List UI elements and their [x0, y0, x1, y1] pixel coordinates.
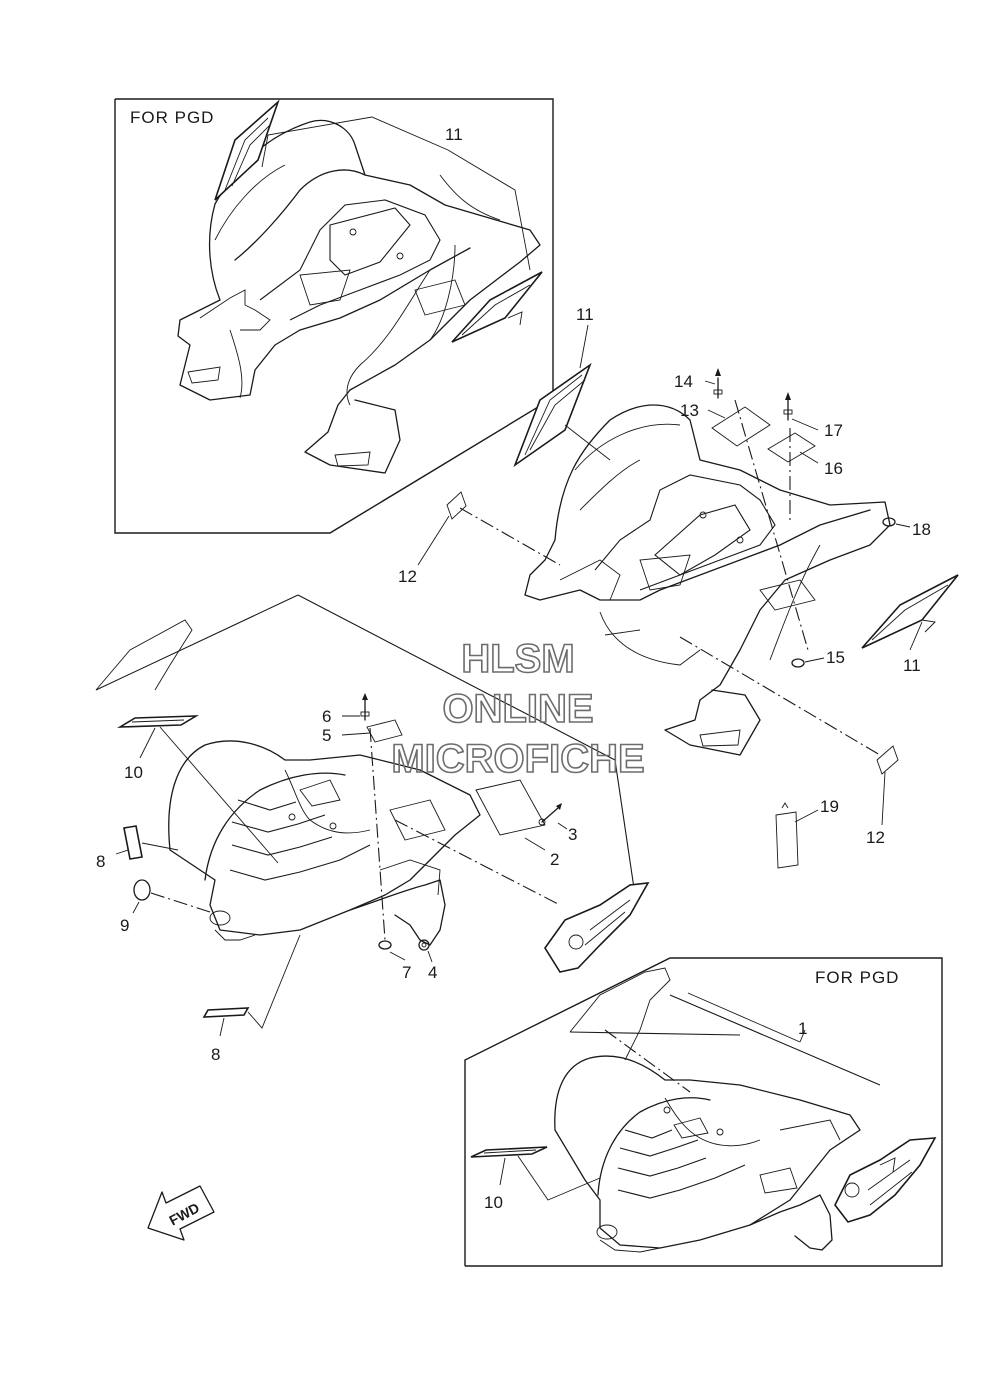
panel-2: [475, 779, 546, 836]
callout-1: 1: [798, 1019, 807, 1038]
callout-6: 6: [322, 707, 331, 726]
grommet-7: [378, 940, 392, 950]
callout-7: 7: [402, 963, 411, 982]
decal-11-left: [513, 362, 592, 468]
callout-10-main: 10: [124, 763, 143, 782]
callout-12-upper: 12: [398, 567, 417, 586]
tag-19: [775, 802, 799, 869]
callout-17: 17: [824, 421, 843, 440]
callout-16: 16: [824, 459, 843, 478]
callout-11-top: 11: [445, 125, 463, 144]
screw-6: [360, 693, 370, 721]
grommet-18: [882, 517, 896, 527]
screw-14: [713, 368, 723, 399]
fwd-arrow-icon: FWD: [147, 1185, 215, 1241]
watermark-line-1: HLSM: [461, 637, 574, 681]
nut-4: [418, 939, 430, 951]
pgd-front-fender-box: FOR PGD 1: [464, 957, 943, 1267]
screw-3: [538, 803, 562, 826]
box-label-top-left: FOR PGD: [130, 108, 214, 127]
callout-13: 13: [680, 401, 699, 420]
decal-11-pgd-right: [451, 271, 543, 343]
callout-2: 2: [550, 850, 559, 869]
decal-8-upper: [123, 825, 143, 860]
rear-fender: [524, 404, 891, 756]
decal-10-pgd: [470, 1146, 548, 1158]
callout-11-right: 11: [903, 656, 921, 675]
label-12-lower: [876, 745, 899, 775]
callout-8-upper: 8: [96, 852, 105, 871]
front-fender: [168, 740, 481, 946]
callout-14: 14: [674, 372, 693, 391]
callout-12-lower: 12: [866, 828, 885, 847]
watermark-line-3: MICROFICHE: [391, 737, 644, 781]
callout-8-lower: 8: [211, 1045, 220, 1064]
reflector-9: [133, 879, 151, 901]
front-fender-decal-sheet: [95, 619, 193, 691]
watermark: HLSM ONLINE MICROFICHE: [391, 636, 646, 782]
callout-11-left: 11: [576, 305, 594, 324]
callout-18: 18: [912, 520, 931, 539]
plate-5: [366, 719, 403, 743]
pgd-raptor-decal: [834, 1137, 937, 1223]
front-side-decal: [544, 882, 650, 973]
callout-3: 3: [568, 825, 577, 844]
callout-10-pgd: 10: [484, 1193, 503, 1212]
callout-4: 4: [428, 963, 437, 982]
label-12-upper: [446, 491, 467, 520]
pgd-rear-fender: [177, 119, 541, 474]
box-label-bottom-right: FOR PGD: [815, 968, 899, 987]
watermark-line-2: ONLINE: [442, 687, 593, 731]
grommet-15: [791, 658, 805, 668]
decal-8-lower: [202, 1007, 250, 1018]
decal-11-pgd-left: [214, 99, 280, 201]
callout-9: 9: [120, 916, 129, 935]
pgd-front-fender: [554, 1055, 861, 1253]
plate-16: [767, 432, 816, 463]
plate-13: [711, 406, 771, 447]
callout-19: 19: [820, 797, 839, 816]
decal-11-right: [861, 574, 959, 649]
callout-15: 15: [826, 648, 845, 667]
decal-10-main: [116, 715, 200, 728]
fwd-label: FWD: [166, 1199, 202, 1228]
callout-5: 5: [322, 726, 331, 745]
pgd-rear-fender-box: FOR PGD: [114, 98, 554, 534]
screw-17: [783, 392, 793, 421]
pgd-front-fender-decal-sheet: [569, 967, 671, 1061]
